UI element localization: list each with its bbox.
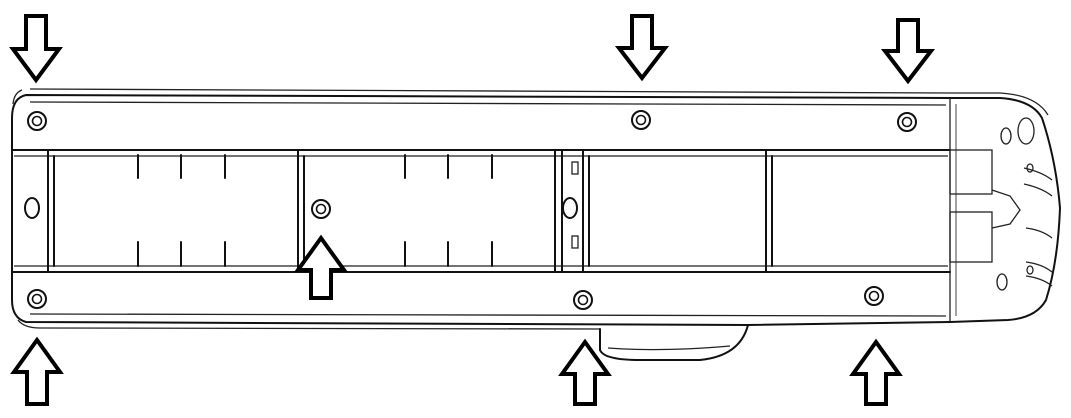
screw-top-center: [631, 110, 651, 130]
screw-top-right: [897, 112, 917, 132]
battery-compartment: [11, 149, 951, 273]
screw-top-left: [27, 111, 47, 131]
screw-bottom-center: [573, 290, 593, 310]
contact-ribs: [137, 154, 493, 267]
screw-center: [311, 199, 331, 219]
device-body: [11, 88, 1061, 330]
connector-end: [949, 117, 1053, 291]
arrow-down-top-right: [880, 18, 936, 85]
arrow-up-bottom-left: [10, 336, 64, 406]
arrow-up-center: [294, 234, 348, 300]
arrow-down-top-center: [614, 14, 670, 82]
arrow-up-bottom-right: [849, 338, 903, 406]
belt-clip-tab: [599, 324, 749, 361]
arrow-up-bottom-center: [558, 338, 612, 406]
screw-bottom-right: [864, 286, 884, 306]
screw-bottom-left: [27, 289, 47, 309]
arrow-down-top-left: [9, 14, 63, 84]
